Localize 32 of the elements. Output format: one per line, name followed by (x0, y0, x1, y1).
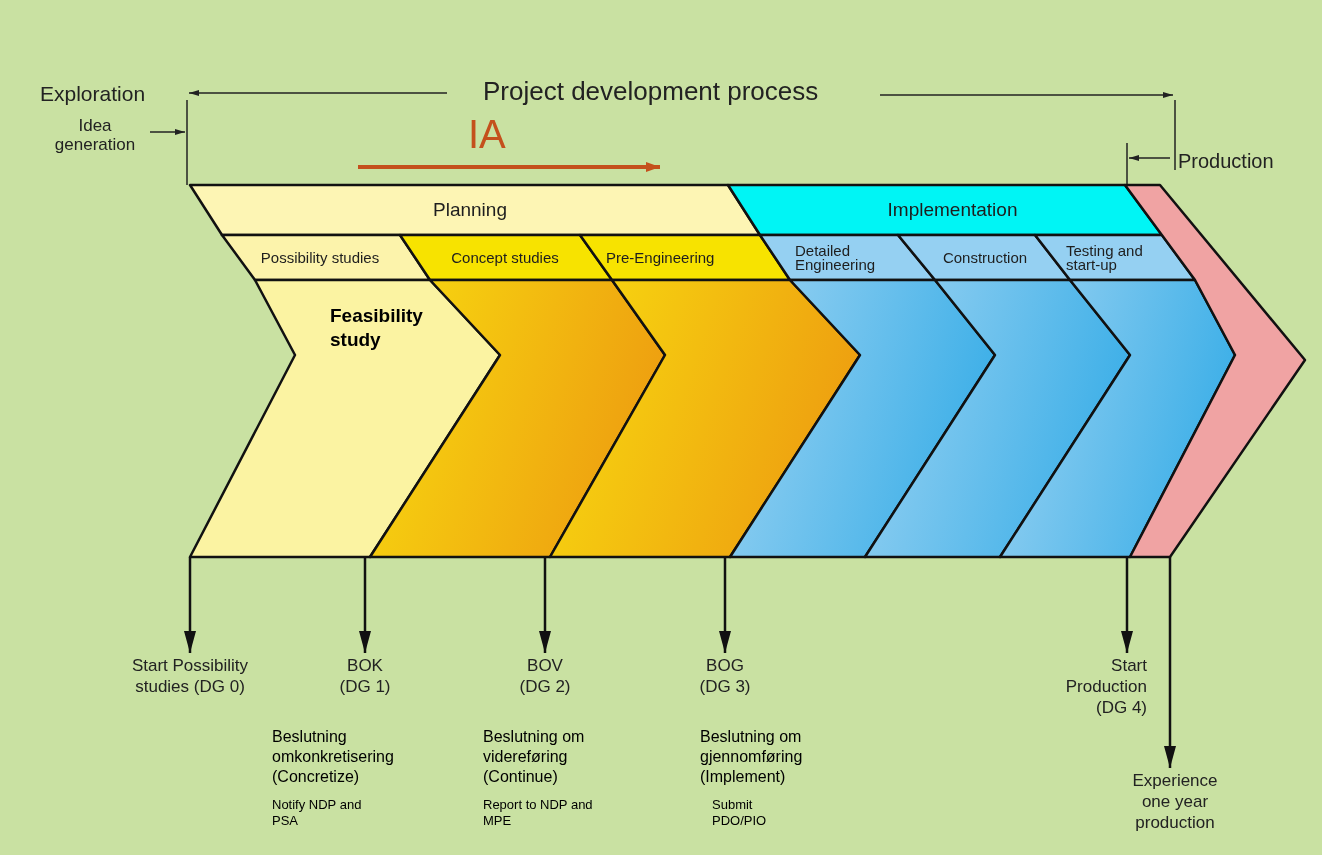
phase-label: Implementation (887, 198, 1018, 223)
arrow (1121, 557, 1133, 653)
phase-label: Possibility studies (260, 251, 380, 265)
phase-label: Testing and start-up (1066, 244, 1144, 272)
milestone-label: BOK (DG 1) (335, 655, 395, 697)
milestone-label: Start Production (DG 4) (1050, 655, 1147, 718)
action-note: Submit PDO/PIO (712, 797, 768, 829)
phase-label: Planning (433, 198, 507, 223)
decision-note: Beslutning om videreføring (Continue) (483, 727, 586, 787)
phase-label: Exploration (40, 81, 146, 107)
process-label: Project development process (483, 75, 819, 108)
action-note: Report to NDP and MPE (483, 797, 593, 829)
phase-label: Pre-Engineering (606, 251, 715, 265)
phase-label: Concept studies (451, 251, 559, 265)
milestone-label: BOG (DG 3) (695, 655, 755, 697)
milestone-label: Start Possibility studies (DG 0) (112, 655, 268, 697)
arrow (719, 557, 731, 653)
arrow (539, 557, 551, 653)
arrow (1164, 557, 1176, 768)
decision-note: Beslutning om gjennomføring (Implement) (700, 727, 804, 787)
stage-label: Feasibility study (330, 304, 424, 352)
milestone-label: BOV (DG 2) (515, 655, 575, 697)
phase-label: Construction (942, 251, 1028, 265)
phase-label: Detailed Engineering (795, 244, 877, 272)
phase-label: Idea generation (53, 116, 137, 154)
phase-label: Production (1178, 149, 1274, 174)
arrow (184, 557, 196, 653)
milestone-label: Experience one year production (1122, 770, 1228, 833)
decision-note: Beslutning omkonkretisering (Concretize) (272, 727, 395, 787)
arrow (359, 557, 371, 653)
initiative-label: IA (468, 112, 506, 156)
action-note: Notify NDP and PSA (272, 797, 363, 829)
